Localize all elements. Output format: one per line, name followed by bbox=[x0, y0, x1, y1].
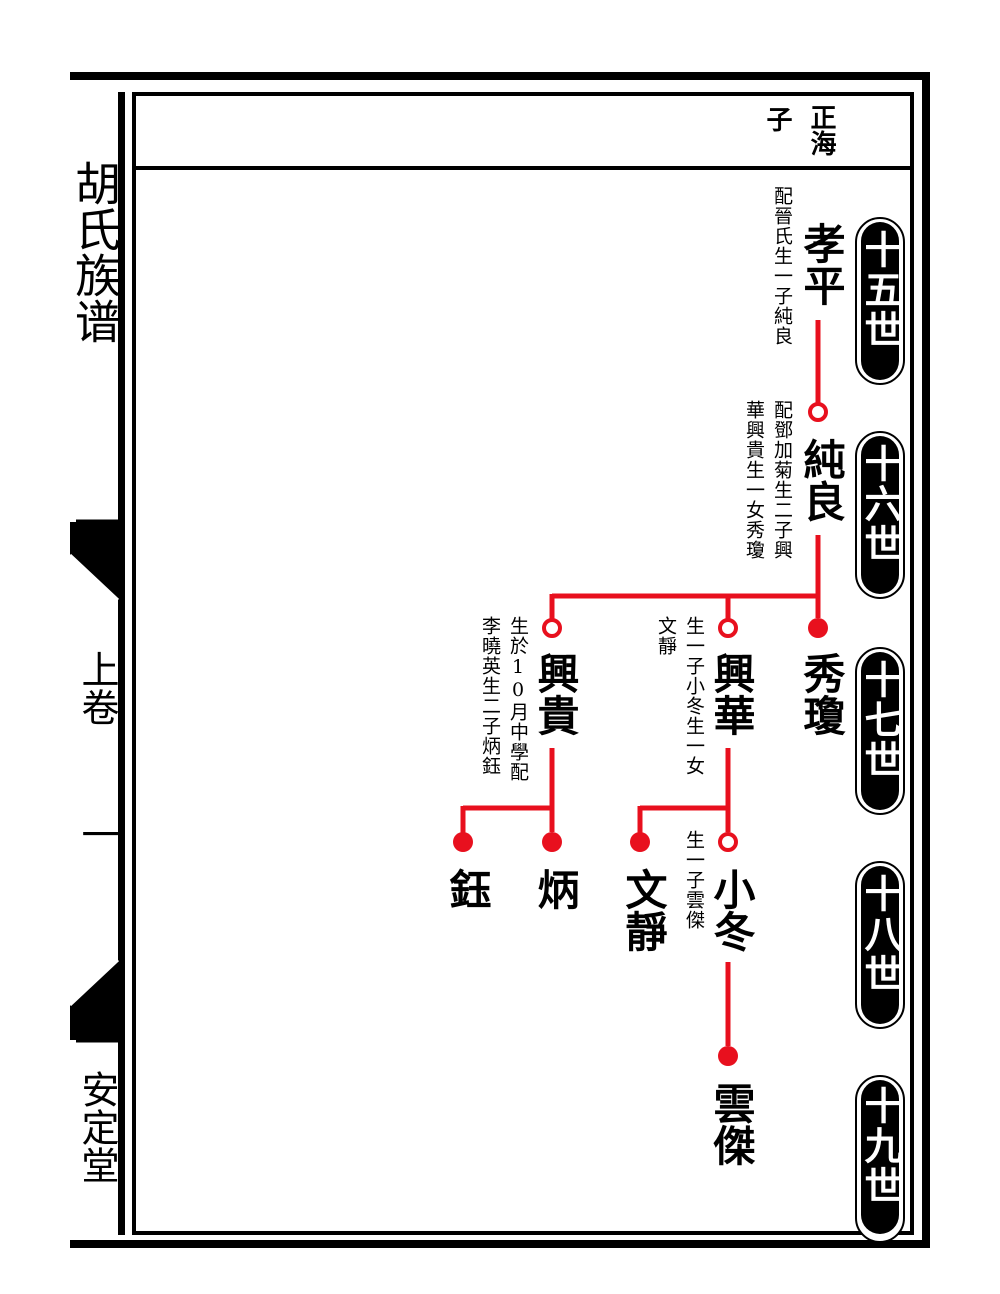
person-chunliang: 純良 bbox=[797, 438, 846, 522]
node-bing bbox=[542, 832, 562, 852]
person-xiuqiong: 秀瓊 bbox=[797, 652, 846, 736]
note-xinggui-1: 生於10月中學配 bbox=[507, 616, 529, 782]
note-xinghua-1: 生一子小冬生一女 bbox=[683, 616, 705, 776]
header-relation: 子 bbox=[762, 106, 792, 132]
person-xinggui: 興貴 bbox=[531, 652, 580, 736]
book-title: 胡氏族谱 bbox=[68, 160, 122, 344]
volume-label: 上卷 bbox=[75, 650, 119, 726]
hall-name: 安定堂 bbox=[75, 1070, 119, 1184]
note-chunliang-1: 配鄧加菊生二子興 bbox=[771, 400, 793, 560]
person-bing: 炳 bbox=[531, 868, 580, 910]
person-xinghua: 興華 bbox=[707, 652, 756, 736]
person-xiaoping: 孝平 bbox=[797, 222, 846, 306]
node-xinggui bbox=[542, 618, 562, 638]
node-wenjing bbox=[630, 832, 650, 852]
node-chunliang bbox=[808, 402, 828, 422]
person-xiaodong: 小冬 bbox=[707, 868, 756, 952]
note-xinghua-2: 文靜 bbox=[655, 616, 677, 656]
note-xiaodong: 生一子雲傑 bbox=[683, 830, 705, 930]
node-xinghua bbox=[718, 618, 738, 638]
note-xinggui-2: 李曉英生二子炳鈺 bbox=[479, 616, 501, 776]
person-wenjing: 文靜 bbox=[619, 868, 668, 952]
generation-label-19: 十九世 bbox=[858, 1086, 903, 1206]
note-chunliang-2: 華興貴生一女秀瓊 bbox=[743, 400, 765, 560]
node-yunjie bbox=[718, 1046, 738, 1066]
page-number: 一 bbox=[75, 815, 119, 853]
generation-label-16: 十六世 bbox=[858, 444, 903, 564]
node-xiuqiong bbox=[808, 618, 828, 638]
node-yu bbox=[453, 832, 473, 852]
generation-label-17: 十七世 bbox=[858, 660, 903, 780]
person-yu: 鈺 bbox=[443, 868, 492, 910]
header-parent-name: 正海 bbox=[806, 104, 836, 156]
person-yunjie: 雲傑 bbox=[707, 1082, 756, 1166]
generation-label-15: 十五世 bbox=[858, 230, 903, 350]
note-xiaoping: 配晉氏生一子純良 bbox=[771, 186, 793, 346]
node-xiaodong bbox=[718, 832, 738, 852]
generation-label-18: 十八世 bbox=[858, 874, 903, 994]
